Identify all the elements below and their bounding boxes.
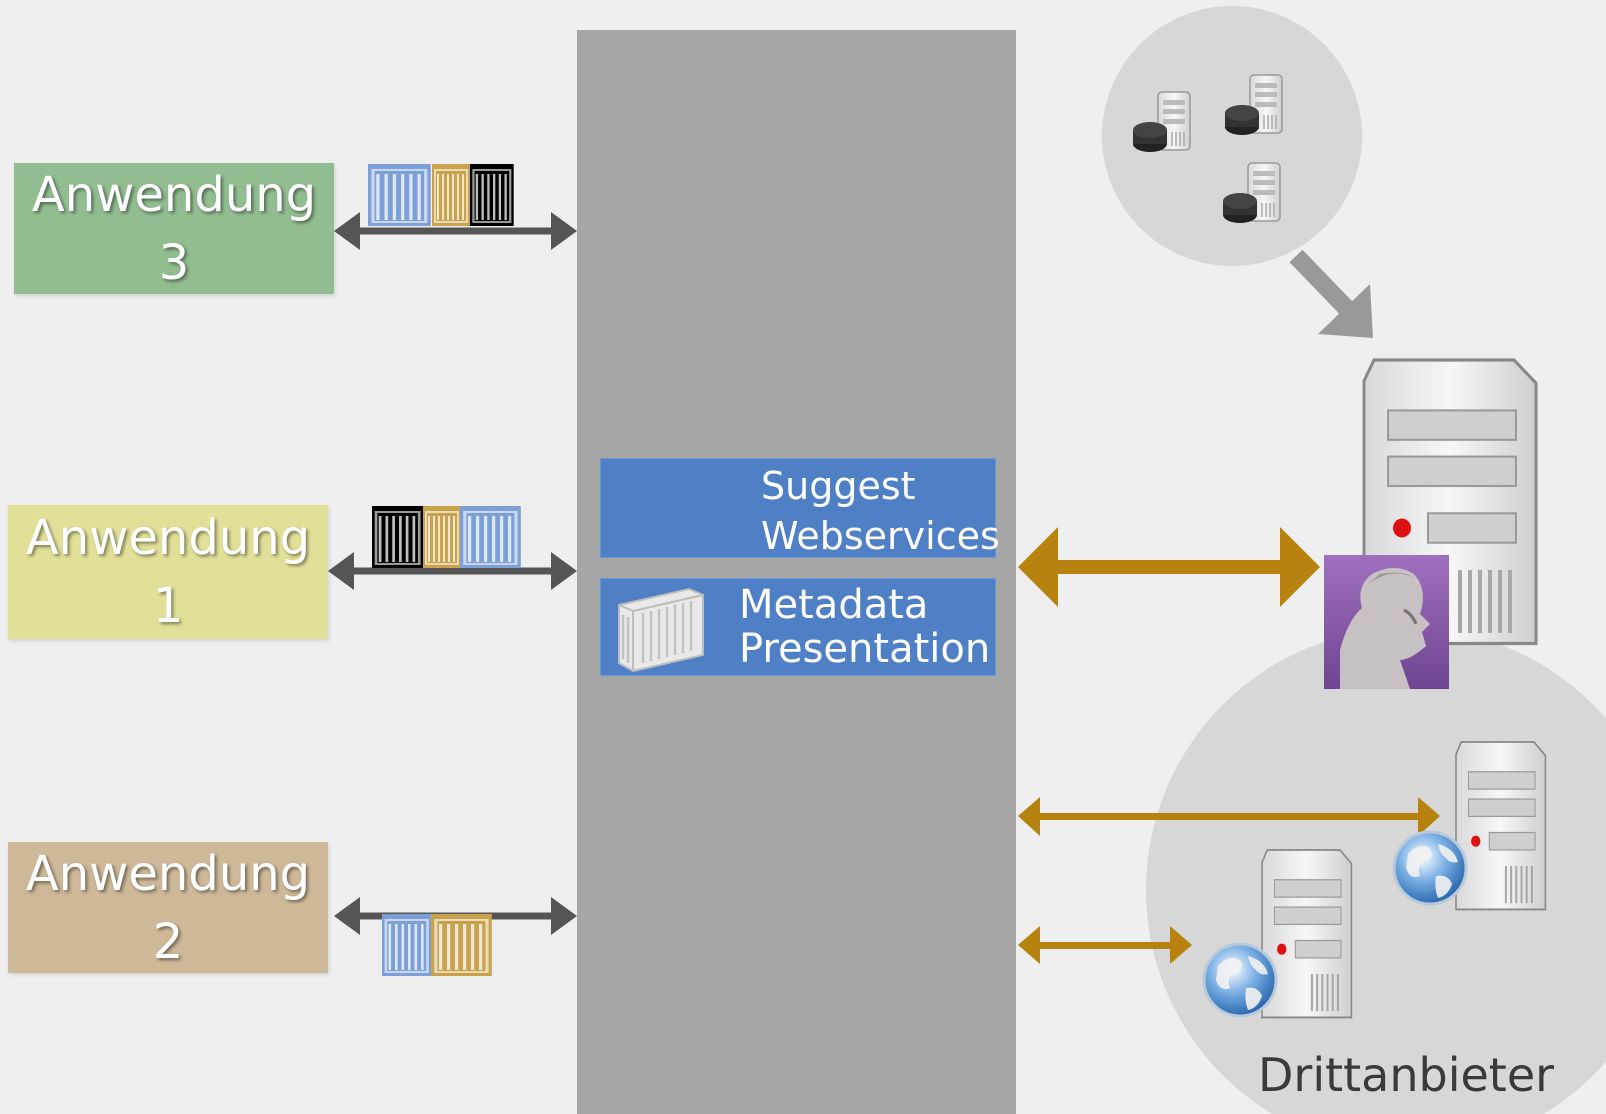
container-group-app3: [366, 162, 515, 228]
suggest-webservices-text: Suggest Webservices: [761, 461, 1000, 561]
application-3-label: Anwendung: [31, 166, 317, 223]
container-icon: [422, 505, 462, 569]
container-icon: [468, 162, 515, 228]
server-cluster-circle: [1102, 6, 1362, 266]
container-icon: [370, 504, 425, 570]
portrait-icon: [1324, 555, 1449, 689]
suggest-label: Suggest: [761, 464, 916, 508]
container-icon: [380, 912, 433, 978]
arrow-third-party-1: [1018, 797, 1440, 836]
container-icon: [458, 504, 523, 570]
application-1-box[interactable]: Anwendung 1: [8, 505, 328, 639]
application-2-box[interactable]: Anwendung 2: [8, 842, 328, 973]
container-icon: [618, 587, 704, 673]
application-2-number: 2: [152, 913, 184, 970]
arrow-cluster-to-server: [1289, 249, 1373, 338]
metadata-presentation-box[interactable]: Metadata Presentation: [600, 578, 996, 676]
presentation-label: Presentation: [739, 626, 991, 672]
application-3-box[interactable]: Anwendung 3: [14, 163, 334, 294]
application-1-number: 1: [152, 578, 184, 634]
container-group-app2: [380, 912, 494, 978]
webservices-label: Webservices: [761, 514, 1000, 558]
arrow-app1: [328, 552, 577, 590]
globe-icon: [1202, 942, 1278, 1018]
suggest-webservices-box[interactable]: Suggest Webservices: [600, 458, 1000, 558]
globe-icon: [1392, 830, 1468, 906]
metadata-label: Metadata: [739, 582, 929, 628]
application-3-number: 3: [158, 234, 190, 291]
application-1-label: Anwendung: [25, 510, 311, 566]
application-2-label: Anwendung: [25, 845, 311, 902]
container-group-app1: [370, 504, 523, 570]
container-icon: [366, 162, 433, 228]
central-column: [577, 30, 1016, 1114]
web-server-icon: [1454, 740, 1547, 911]
arrow-main-server: [1018, 527, 1320, 607]
third-party-label: Drittanbieter: [1258, 1048, 1555, 1102]
container-icon: [429, 912, 494, 978]
arrow-app3: [334, 212, 577, 250]
metadata-presentation-text: Metadata Presentation: [739, 583, 990, 671]
arrow-third-party-2: [1018, 926, 1192, 964]
container-icon: [431, 163, 471, 227]
